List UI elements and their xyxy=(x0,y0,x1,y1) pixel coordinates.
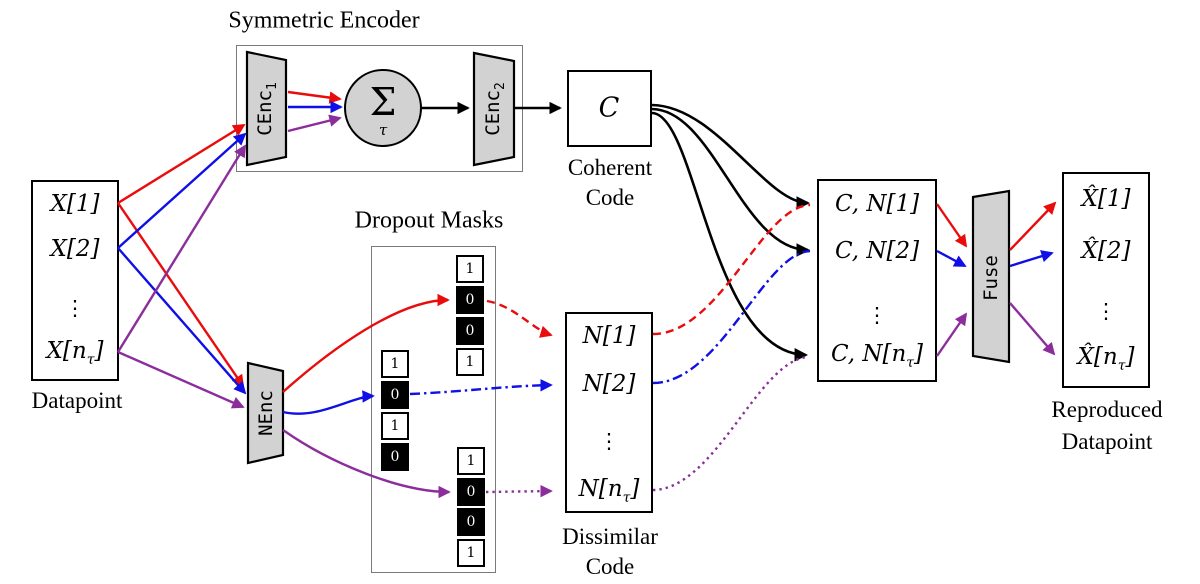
datapoint-caption: Datapoint xyxy=(31,388,123,413)
maskB-cell-4: 0 xyxy=(381,443,409,471)
dissimilar-caption-line2: Code xyxy=(585,554,635,579)
sum-tau: τ xyxy=(378,121,388,139)
cn2-to-fuse-line xyxy=(936,249,967,268)
nn-to-cnn-dotted xyxy=(652,355,809,492)
dissimilar-row-n: N[nτ] xyxy=(578,476,640,506)
n1-to-cn1-dashed xyxy=(652,203,811,336)
datapoint-row-dots: ⋮ xyxy=(64,296,86,320)
datapoint-row-n: X[nτ] xyxy=(46,338,104,368)
code-to-combined-lines xyxy=(652,203,811,492)
x2-to-nenc-line xyxy=(117,247,247,395)
coherent-caption-line2: Code xyxy=(585,185,635,210)
x1-to-nenc-line xyxy=(117,202,245,388)
nenc-to-maskB-curve xyxy=(282,390,375,415)
fuse-to-x1-line xyxy=(1009,201,1057,251)
combined-row-1: C, N[1] xyxy=(834,191,920,217)
maskA-to-n1-dashed xyxy=(486,299,553,338)
maskB-cell-3: 1 xyxy=(381,412,409,440)
maskA-cell-3: 0 xyxy=(456,317,484,345)
maskC-cell-4: 1 xyxy=(457,539,485,567)
maskA-cell-2: 0 xyxy=(456,286,484,314)
fuse-to-x2-line xyxy=(1009,250,1054,268)
reproduced-row-1: X̂[1] xyxy=(1081,186,1131,212)
dissimilar-code-box xyxy=(565,312,653,513)
coherent-code-symbol: C xyxy=(598,92,620,124)
combined-codes-box xyxy=(817,179,937,382)
reproduced-row-dots: ⋮ xyxy=(1095,299,1117,323)
maskA-cell-1: 1 xyxy=(456,255,484,283)
cnn-to-fuse-line xyxy=(936,312,968,357)
dissimilar-row-2: N[2] xyxy=(582,371,636,397)
cenc2-label: CEnc2 xyxy=(482,82,508,136)
c-to-cn2-curve xyxy=(651,107,811,257)
combined-row-2: C, N[2] xyxy=(834,238,920,264)
maskC-cell-3: 0 xyxy=(457,508,485,536)
coherent-caption-line1: Coherent xyxy=(567,155,653,180)
reproduced-caption-line2: Datapoint xyxy=(1061,429,1153,454)
combined-row-dots: ⋮ xyxy=(866,303,888,327)
maskB-cell-2: 0 xyxy=(381,381,409,409)
datapoint-fanout-lines xyxy=(116,123,247,409)
dissimilar-caption-line1: Dissimilar xyxy=(562,524,658,549)
maskB-cell-1: 1 xyxy=(381,350,409,378)
n2-to-cn2-dashdot xyxy=(652,249,811,385)
fuse-to-reproduced-lines xyxy=(1009,201,1057,356)
c-to-cnn-curve xyxy=(651,111,809,362)
cenc1-label: CEnc1 xyxy=(254,82,280,136)
x2-to-cenc1-line xyxy=(117,132,247,249)
x1-to-cenc1-line xyxy=(117,123,246,205)
datapoint-row-1: X[1] xyxy=(50,191,100,217)
c-to-cn1-curve xyxy=(651,103,811,210)
reproduced-row-n: X̂[nτ] xyxy=(1077,344,1135,374)
dissimilar-row-1: N[1] xyxy=(582,323,636,349)
fuse-to-xn-line xyxy=(1009,302,1056,356)
maskA-cell-4: 1 xyxy=(456,348,484,376)
dropout-masks-title: Dropout Masks xyxy=(354,207,504,234)
combined-row-n: C, N[nτ] xyxy=(830,341,924,371)
reproduced-row-2: X̂[2] xyxy=(1081,238,1131,264)
nenc-label: NEnc xyxy=(255,390,277,436)
maskC-cell-2: 0 xyxy=(457,478,485,506)
combined-to-fuse-lines xyxy=(936,203,968,357)
coherent-broadcast-curves xyxy=(651,103,811,362)
xn-to-nenc-line xyxy=(117,350,245,409)
datapoint-box xyxy=(31,180,119,381)
reproduced-caption-line1: Reproduced xyxy=(1051,397,1163,422)
reproduced-box xyxy=(1062,172,1150,388)
fuse-label: Fuse xyxy=(980,255,1002,301)
coherent-code-box xyxy=(567,70,652,147)
maskC-cell-1: 1 xyxy=(457,447,485,475)
symmetric-encoder-title: Symmetric Encoder xyxy=(228,7,420,34)
cn1-to-fuse-line xyxy=(936,203,968,248)
sum-sigma: Σ xyxy=(369,80,397,124)
dissimilar-row-dots: ⋮ xyxy=(598,429,620,453)
xn-to-cenc1-line xyxy=(116,144,247,353)
datapoint-row-2: X[2] xyxy=(50,236,100,262)
